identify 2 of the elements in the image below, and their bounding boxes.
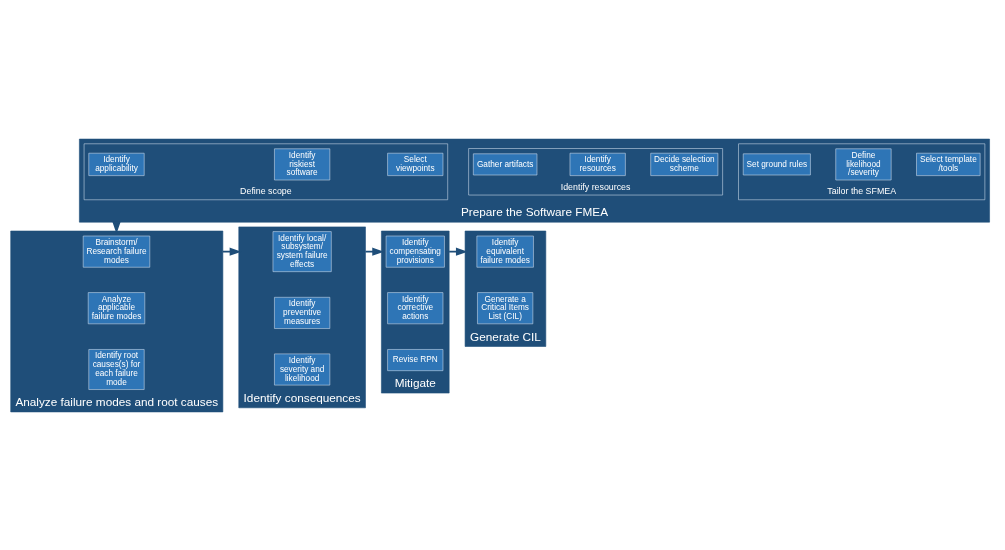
arrow: [222, 247, 242, 256]
arrow: [448, 247, 468, 256]
